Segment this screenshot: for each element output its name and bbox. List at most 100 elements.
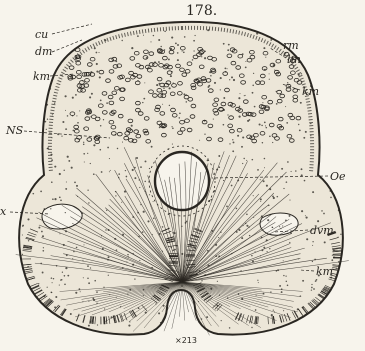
tissue-speckle xyxy=(144,82,145,83)
tissue-speckle xyxy=(260,179,261,180)
tissue-speckle xyxy=(271,35,272,36)
tissue-speckle xyxy=(257,169,259,171)
tissue-speckle xyxy=(65,110,66,111)
label-lm: lm xyxy=(287,54,301,65)
tissue-speckle xyxy=(335,310,336,311)
tissue-speckle xyxy=(237,135,239,137)
tissue-speckle xyxy=(137,35,139,37)
tissue-speckle xyxy=(332,255,333,256)
tissue-speckle xyxy=(77,122,79,124)
tissue-speckle xyxy=(33,193,35,195)
tissue-speckle xyxy=(329,190,331,192)
tissue-speckle xyxy=(145,160,147,162)
tissue-speckle xyxy=(158,83,160,85)
tissue-speckle xyxy=(227,49,229,51)
tissue-speckle xyxy=(110,170,111,171)
tissue-speckle xyxy=(218,155,220,157)
tissue-speckle xyxy=(239,116,241,118)
label-cu: cu xyxy=(35,29,48,40)
tissue-speckle xyxy=(40,191,42,193)
tissue-speckle xyxy=(54,166,56,168)
tissue-speckle xyxy=(142,231,144,233)
tissue-speckle xyxy=(199,140,200,141)
tissue-speckle xyxy=(147,68,149,70)
tissue-speckle xyxy=(207,158,208,159)
tissue-speckle xyxy=(160,46,162,48)
tissue-speckle xyxy=(97,324,98,325)
tissue-speckle xyxy=(318,41,319,42)
tissue-speckle xyxy=(142,102,143,103)
tissue-speckle xyxy=(52,69,53,70)
tissue-speckle xyxy=(51,292,52,293)
tissue-speckle xyxy=(28,48,29,49)
tissue-speckle xyxy=(340,234,341,235)
tissue-speckle xyxy=(153,35,154,36)
tissue-speckle xyxy=(80,291,81,292)
tissue-speckle xyxy=(274,70,275,71)
tissue-speckle xyxy=(139,187,140,188)
figure-number: 178. xyxy=(186,4,217,18)
tissue-speckle xyxy=(54,324,56,326)
tissue-speckle xyxy=(254,106,256,108)
label-ns: NS xyxy=(6,125,23,136)
tissue-speckle xyxy=(143,98,145,100)
tissue-speckle xyxy=(249,119,251,121)
tissue-speckle xyxy=(318,62,320,64)
tissue-speckle xyxy=(292,328,293,329)
tissue-speckle xyxy=(213,174,214,175)
tissue-speckle xyxy=(93,173,95,175)
tissue-speckle xyxy=(53,278,54,279)
tissue-speckle xyxy=(312,245,313,246)
tissue-speckle xyxy=(52,114,53,115)
tissue-speckle xyxy=(22,234,23,235)
tissue-speckle xyxy=(312,261,313,262)
tissue-speckle xyxy=(306,217,308,219)
tissue-speckle xyxy=(266,127,268,129)
tissue-speckle xyxy=(206,316,208,318)
tissue-speckle xyxy=(70,313,72,315)
tissue-speckle xyxy=(173,311,174,312)
tissue-speckle xyxy=(305,131,307,133)
tissue-speckle xyxy=(325,61,327,63)
tissue-speckle xyxy=(313,53,314,54)
tissue-speckle xyxy=(260,198,262,200)
tissue-speckle xyxy=(151,146,153,148)
tissue-speckle xyxy=(19,166,21,168)
tissue-speckle xyxy=(87,190,88,191)
tissue-speckle xyxy=(26,42,28,44)
tissue-speckle xyxy=(22,153,23,154)
tissue-speckle xyxy=(100,100,102,102)
tissue-speckle xyxy=(58,328,60,330)
tissue-speckle xyxy=(229,143,230,144)
tissue-speckle xyxy=(169,105,170,106)
tissue-speckle xyxy=(63,32,64,33)
tissue-speckle xyxy=(64,275,66,277)
tissue-speckle xyxy=(153,218,155,220)
tissue-speckle xyxy=(264,167,265,168)
tissue-speckle xyxy=(299,130,301,132)
tissue-speckle xyxy=(72,97,74,99)
tissue-speckle xyxy=(150,41,151,42)
tissue-speckle xyxy=(87,153,88,154)
tissue-speckle xyxy=(251,137,253,139)
tissue-speckle xyxy=(177,44,179,46)
tissue-speckle xyxy=(90,116,91,117)
tissue-speckle xyxy=(270,39,272,41)
tissue-speckle xyxy=(314,61,315,62)
tissue-speckle xyxy=(223,109,225,111)
tissue-speckle xyxy=(76,185,78,187)
tissue-speckle xyxy=(281,168,283,170)
tissue-speckle xyxy=(223,180,224,181)
tissue-speckle xyxy=(88,282,90,284)
tissue-speckle xyxy=(65,188,67,190)
tissue-speckle xyxy=(324,241,326,243)
tissue-speckle xyxy=(314,42,316,44)
tissue-speckle xyxy=(241,146,243,148)
tissue-speckle xyxy=(37,162,39,164)
tissue-speckle xyxy=(322,155,324,157)
tissue-speckle xyxy=(198,319,199,320)
tissue-speckle xyxy=(257,280,258,281)
tissue-speckle xyxy=(134,278,135,279)
tissue-speckle xyxy=(27,119,29,121)
